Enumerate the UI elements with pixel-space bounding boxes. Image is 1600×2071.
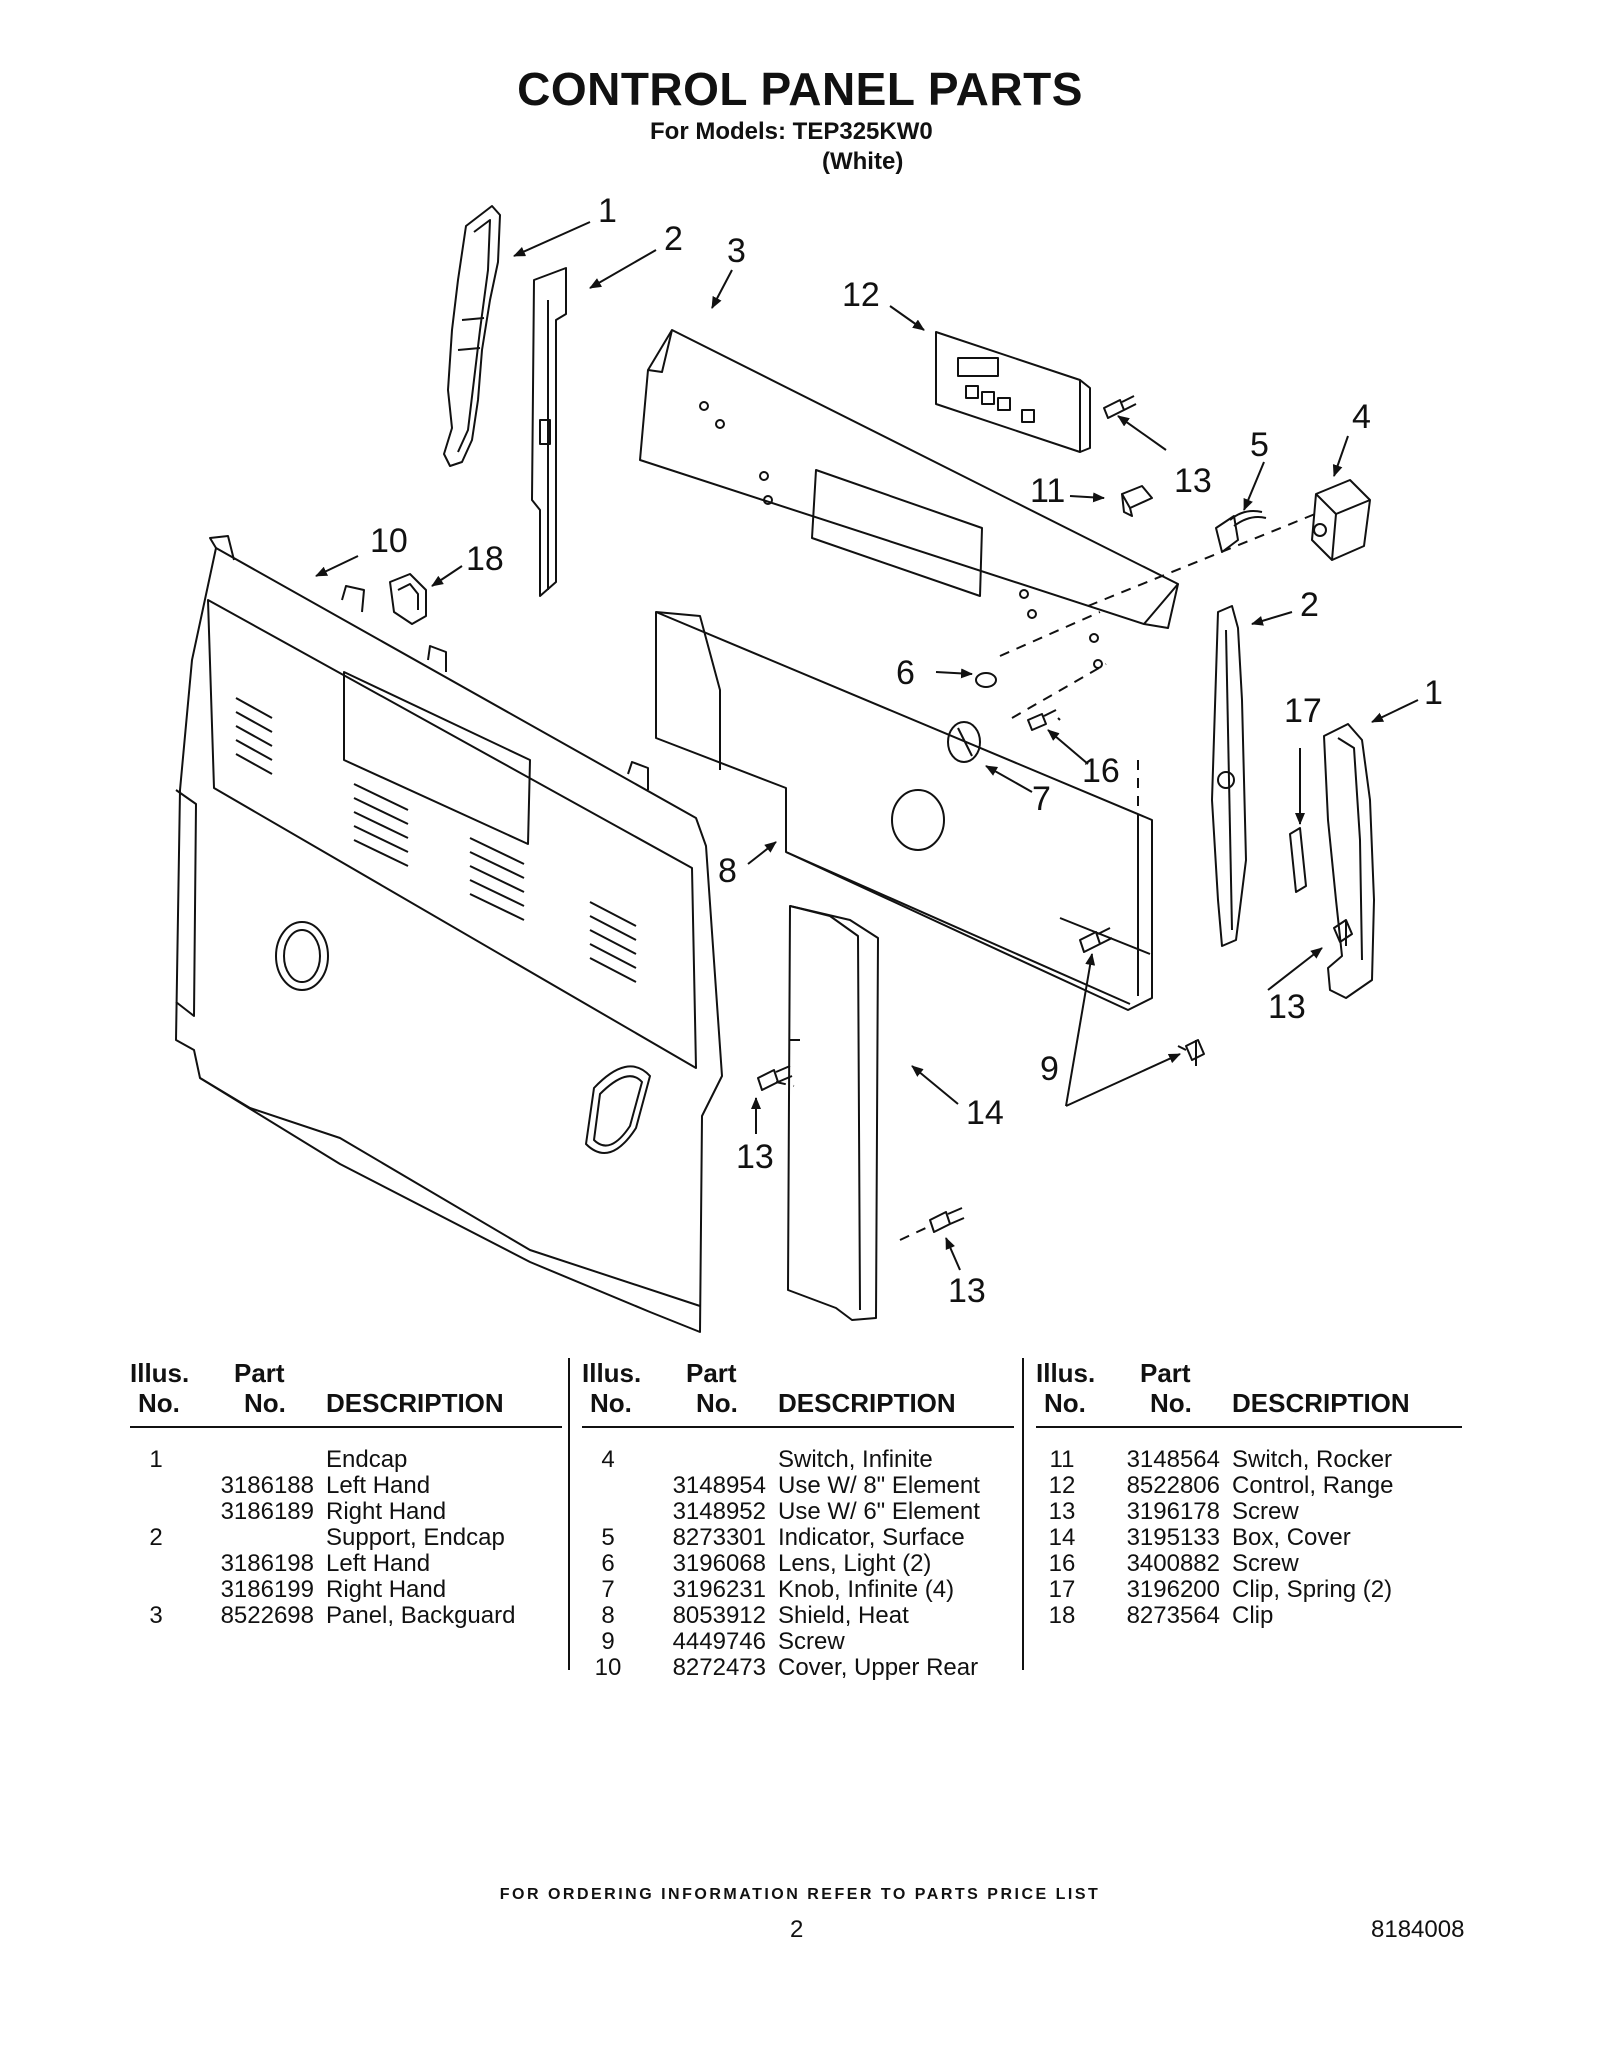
header-part-no: No. [1150, 1388, 1192, 1418]
header-part-no: No. [696, 1388, 738, 1418]
switch-rocker [1121, 485, 1153, 517]
callout-13-bottom-left: 13 [736, 1138, 774, 1176]
lens-light [975, 672, 997, 688]
box-cover [787, 905, 879, 1321]
cover-vents [235, 697, 637, 983]
page-title: CONTROL PANEL PARTS [517, 63, 1083, 115]
endcap-left-hand [443, 205, 501, 467]
clip-spring [1289, 827, 1307, 893]
panel-backguard [639, 329, 1179, 669]
callout-16: 16 [1082, 752, 1120, 790]
callout-13: 13 [1174, 462, 1212, 500]
switch-infinite [1311, 479, 1371, 561]
control-range [935, 331, 1091, 453]
callout-6: 6 [896, 654, 915, 692]
callout-11: 11 [1030, 472, 1065, 510]
callout-4: 4 [1352, 398, 1371, 436]
models-color: (White) [822, 148, 904, 175]
header-part: Part [234, 1358, 285, 1388]
header-rule [1036, 1426, 1462, 1428]
knob-infinite [947, 721, 981, 763]
callout-7: 7 [1032, 780, 1051, 818]
callout-8: 8 [718, 852, 737, 890]
models-line: For Models: TEP325KW0 [650, 118, 933, 145]
clip [389, 573, 427, 625]
cover-upper-rear [175, 535, 723, 1333]
callout-1-right: 1 [1424, 674, 1443, 712]
header-rule [582, 1426, 1014, 1428]
header-illus: Illus. [130, 1358, 190, 1388]
exploded-parts-diagram: 1 2 3 12 13 4 5 11 10 18 2 6 17 1 16 7 8… [175, 192, 1443, 1333]
column-divider [1022, 1358, 1024, 1670]
callout-18: 18 [466, 540, 504, 578]
callout-2-right: 2 [1300, 586, 1319, 624]
header-rule [130, 1426, 562, 1428]
header-description: DESCRIPTION [326, 1388, 504, 1418]
assembly-lines [775, 511, 1321, 1241]
header-illus: Illus. [1036, 1358, 1096, 1388]
header-illus-no: No. [1044, 1388, 1086, 1418]
shield-heat [655, 611, 1153, 1011]
endcap-support-left-hand [531, 267, 567, 597]
header-part-no: No. [244, 1388, 286, 1418]
callout-3: 3 [727, 232, 746, 270]
callout-12: 12 [842, 276, 880, 314]
callout-5: 5 [1250, 426, 1269, 464]
callout-2: 2 [664, 220, 683, 258]
header-illus-no: No. [138, 1388, 180, 1418]
callout-14: 14 [966, 1094, 1004, 1132]
callout-1: 1 [598, 192, 617, 230]
page-number: 2 [790, 1916, 804, 1943]
callout-17: 17 [1284, 692, 1322, 730]
header-description: DESCRIPTION [778, 1388, 956, 1418]
callout-numbers: 1 2 3 12 13 4 5 11 10 18 2 6 17 1 16 7 8… [370, 192, 1443, 1310]
column-divider [568, 1358, 570, 1670]
header-description: DESCRIPTION [1232, 1388, 1410, 1418]
endcap-support-right-hand [1211, 605, 1247, 947]
header-part: Part [686, 1358, 737, 1388]
callout-13-bottom: 13 [948, 1272, 986, 1310]
document-number: 8184008 [1371, 1916, 1465, 1943]
callout-13-right: 13 [1268, 988, 1306, 1026]
callout-9: 9 [1040, 1050, 1059, 1088]
indicator-surface [1215, 510, 1267, 553]
header-illus-no: No. [590, 1388, 632, 1418]
header-illus: Illus. [582, 1358, 642, 1388]
ordering-note: FOR ORDERING INFORMATION REFER TO PARTS … [499, 1886, 1101, 1903]
header-part: Part [1140, 1358, 1191, 1388]
screws [757, 395, 1353, 1233]
leader-arrows [315, 221, 1419, 1271]
callout-10: 10 [370, 522, 408, 560]
endcap-right-hand [1323, 723, 1375, 999]
